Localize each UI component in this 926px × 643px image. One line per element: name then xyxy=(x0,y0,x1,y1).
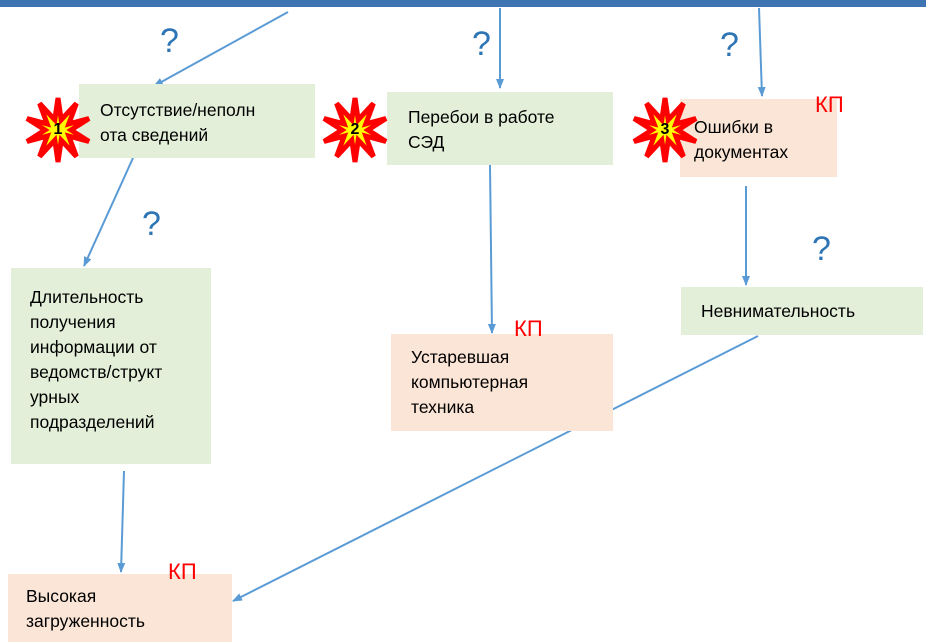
arrow-top-to-missing-info xyxy=(153,11,289,87)
burst-star-icon xyxy=(322,97,388,163)
node-outdated-hardware-line-3: техника xyxy=(411,397,475,417)
node-outdated-hardware: Устаревшая компьютерная техника xyxy=(391,334,613,431)
kp-label-document-errors: КП xyxy=(815,92,844,117)
burst-badge-2: 2 xyxy=(322,97,388,163)
node-inattention: Невнимательность xyxy=(681,287,923,335)
node-edms-failures: Перебои в работе СЭД xyxy=(387,92,613,165)
burst-number-1: 1 xyxy=(53,121,63,138)
node-info-delay-line-6: подразделений xyxy=(30,412,155,432)
node-edms-failures-line-2: СЭД xyxy=(408,132,445,152)
node-outdated-hardware-line-2: компьютерная xyxy=(411,372,529,392)
node-document-errors: Ошибки в документах xyxy=(680,99,837,177)
question-mark-4: ? xyxy=(142,205,161,243)
burst-star-icon xyxy=(632,97,698,163)
kp-label-high-workload: КП xyxy=(168,559,197,584)
burst-badge-3: 3 xyxy=(632,97,698,163)
node-info-delay-line-1: Длительность xyxy=(30,287,144,307)
node-document-errors-line-2: документах xyxy=(694,142,789,162)
node-info-delay-line-2: получения xyxy=(30,312,116,332)
burst-badge-1: 1 xyxy=(25,97,91,163)
top-banner-band xyxy=(0,0,926,7)
node-document-errors-line-1: Ошибки в xyxy=(694,117,774,137)
question-mark-1: ? xyxy=(160,22,179,60)
node-high-workload-line-1: Высокая xyxy=(26,586,97,606)
burst-number-2: 2 xyxy=(350,121,360,138)
kp-label-outdated-hardware: КП xyxy=(514,316,543,341)
node-inattention-line-1: Невнимательность xyxy=(701,301,856,321)
burst-number-3: 3 xyxy=(660,121,670,138)
burst-star-icon xyxy=(25,97,91,163)
question-mark-3: ? xyxy=(720,26,739,64)
node-edms-failures-line-1: Перебои в работе xyxy=(408,107,555,127)
node-high-workload-line-2: загруженность xyxy=(26,611,146,631)
node-info-delay-line-4: ведомств/структ xyxy=(30,362,163,382)
arrow-top-to-document-errors xyxy=(757,7,766,97)
arrow-edms-failures-to-outdated-hardware xyxy=(487,164,496,334)
node-info-delay-line-5: урных xyxy=(30,387,80,407)
question-mark-2: ? xyxy=(472,25,491,63)
arrow-inattention-to-high-workload xyxy=(232,335,759,602)
question-mark-5: ? xyxy=(812,230,831,268)
node-high-workload: Высокая загруженность xyxy=(8,574,232,642)
node-info-delay-line-3: информации от xyxy=(30,337,157,357)
node-outdated-hardware-line-1: Устаревшая xyxy=(411,347,510,367)
arrow-info-delay-to-high-workload xyxy=(117,470,126,573)
arrow-missing-info-to-info-delay xyxy=(83,157,134,267)
node-missing-info-line-2: ота сведений xyxy=(100,125,209,145)
node-missing-info: Отсутствие/неполн ота сведений xyxy=(79,84,315,158)
node-missing-info-line-1: Отсутствие/неполн xyxy=(100,100,256,120)
node-info-delay: Длительность получения информации от вед… xyxy=(11,268,211,464)
